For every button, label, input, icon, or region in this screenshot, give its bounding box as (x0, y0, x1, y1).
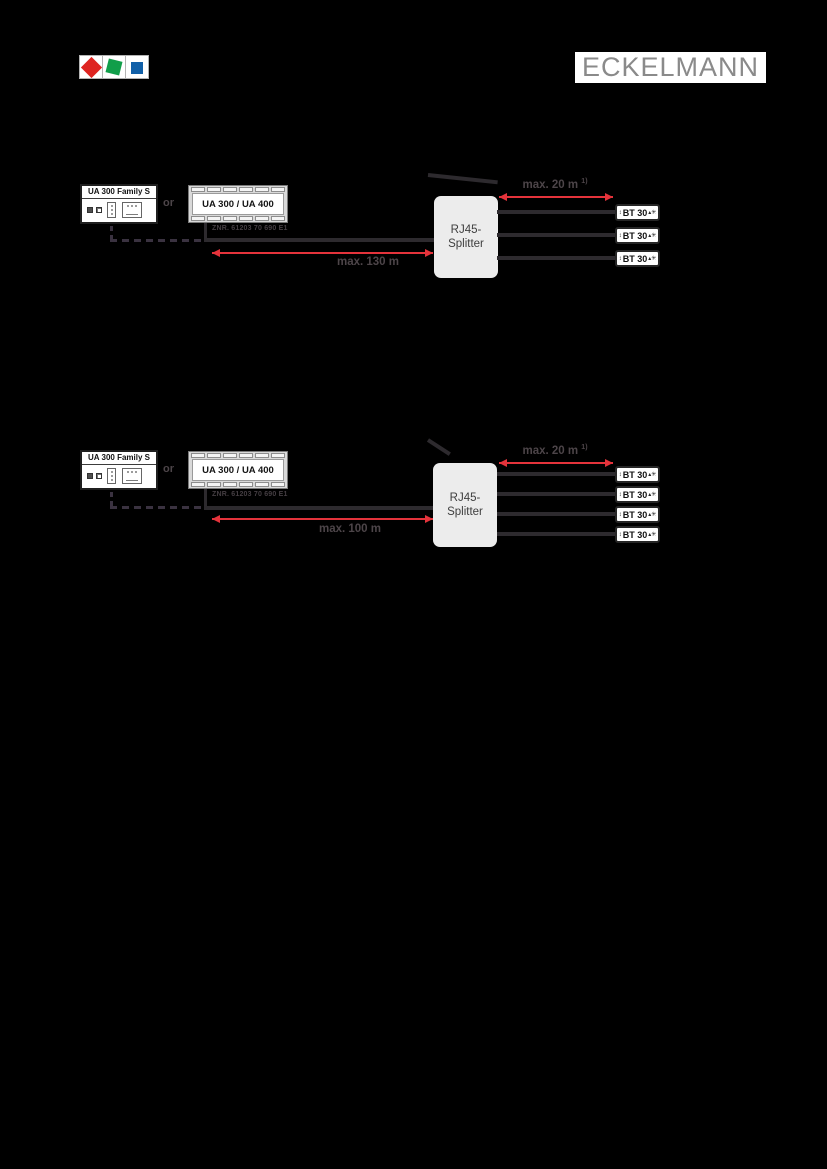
splitter-label-line2: Splitter (448, 238, 484, 250)
logo-cell (102, 55, 126, 79)
or-label: or (163, 463, 174, 475)
terminal-label: BT 30 (622, 509, 648, 520)
temperature-icon: ↕ (618, 255, 622, 262)
cable-stub-vertical (204, 489, 207, 507)
cable-dashed-horizontal (110, 239, 206, 242)
controller-ua300-family-s: UA 300 Family S (80, 450, 158, 490)
diagram-4-terminals: UA 300 Family S or UA 300 / UA 400 ZNR. … (0, 436, 827, 596)
footnote-marker: 1) (581, 444, 588, 451)
display-module-icon (122, 202, 142, 218)
alarm-defrost-icons: ▴✳ (648, 491, 657, 498)
alarm-defrost-icons: ▴✳ (648, 531, 657, 538)
display-module-icon (122, 468, 142, 484)
dimension-arrow-drop (499, 459, 613, 467)
terminal-strip-top (189, 186, 287, 193)
part-number: ZNR. 61203 70 690 E1 (212, 225, 288, 232)
alarm-defrost-icons: ▴✳ (648, 255, 657, 262)
dimension-text: max. 20 m (522, 178, 579, 191)
dimension-label-drop: max. 20 m 1) (490, 444, 620, 457)
terminal-label: BT 30 (622, 230, 648, 241)
green-square-icon (105, 58, 123, 76)
dimension-label-drop: max. 20 m 1) (490, 178, 620, 191)
alarm-defrost-icons: ▴✳ (648, 511, 657, 518)
cable-dashed-horizontal (110, 506, 206, 509)
cable-segment (426, 438, 451, 456)
footnote-marker: 1) (581, 178, 588, 185)
red-diamond-icon (80, 56, 102, 78)
dimension-arrow-bus (212, 515, 433, 523)
connector-module-icon (107, 468, 116, 484)
terminal-strip-top (189, 452, 287, 459)
dimension-label-bus: max. 130 m (336, 256, 399, 268)
dimension-arrow-drop (499, 193, 613, 201)
part-number: ZNR. 61203 70 690 E1 (212, 491, 288, 498)
cable-dashed-vertical (110, 492, 113, 506)
cable-drop (497, 210, 616, 214)
splitter-label-line2: Splitter (447, 506, 483, 518)
blue-square-icon (131, 62, 143, 74)
terminal-strip-bottom (189, 215, 287, 222)
cable-bus (204, 506, 434, 510)
terminal-label: BT 30 (622, 469, 648, 480)
terminal-label: BT 30 (622, 489, 648, 500)
logo-cell (125, 55, 149, 79)
panel-led-icon (96, 207, 102, 213)
device-front-panel (82, 199, 156, 221)
alarm-defrost-icons: ▴✳ (648, 232, 657, 239)
alarm-defrost-icons: ▴✳ (648, 471, 657, 478)
device-title: UA 300 Family S (82, 452, 156, 465)
temperature-icon: ↕ (618, 531, 622, 538)
terminal-label: BT 30 (622, 529, 648, 540)
splitter-label-line1: RJ45- (450, 224, 482, 236)
alarm-defrost-icons: ▴✳ (648, 209, 657, 216)
dimension-label-bus: max. 100 m (318, 523, 381, 535)
rj45-splitter: RJ45- Splitter (433, 463, 497, 547)
panel-key-icon (87, 207, 93, 213)
cable-drop (497, 256, 616, 260)
bt30-terminal: ↕ BT 30 ▴✳ (615, 506, 660, 523)
temperature-icon: ↕ (618, 232, 622, 239)
splitter-label-line1: RJ45- (449, 492, 481, 504)
terminal-label: BT 30 (622, 207, 648, 218)
temperature-icon: ↕ (618, 209, 622, 216)
bt30-terminal: ↕ BT 30 ▴✳ (615, 466, 660, 483)
terminal-label: BT 30 (622, 253, 648, 264)
device-title: UA 300 Family S (82, 186, 156, 199)
device-front-panel (82, 465, 156, 487)
device-title: UA 300 / UA 400 (192, 193, 284, 215)
panel-key-icon (87, 473, 93, 479)
logo-cell (79, 55, 103, 79)
bt30-terminal: ↕ BT 30 ▴✳ (615, 486, 660, 503)
panel-led-icon (96, 473, 102, 479)
controller-ua300-family-s: UA 300 Family S (80, 184, 158, 224)
cable-bus (204, 238, 435, 242)
bt30-terminal: ↕ BT 30 ▴✳ (615, 526, 660, 543)
eckelmann-logo-mark (79, 55, 149, 79)
controller-ua300-ua400: UA 300 / UA 400 (188, 451, 288, 489)
cable-drop (497, 233, 616, 237)
temperature-icon: ↕ (618, 511, 622, 518)
rj45-splitter: RJ45- Splitter (434, 196, 498, 278)
or-label: or (163, 197, 174, 209)
temperature-icon: ↕ (618, 471, 622, 478)
cable-drop (497, 472, 616, 476)
terminal-strip-bottom (189, 481, 287, 488)
temperature-icon: ↕ (618, 491, 622, 498)
connector-module-icon (107, 202, 116, 218)
cable-segment (427, 173, 498, 185)
bt30-terminal: ↕ BT 30 ▴✳ (615, 227, 660, 244)
dimension-arrow-bus (212, 249, 433, 257)
cable-stub-vertical (204, 223, 207, 239)
eckelmann-wordmark: ECKELMANN (575, 52, 766, 83)
controller-ua300-ua400: UA 300 / UA 400 (188, 185, 288, 223)
cable-drop (497, 532, 616, 536)
cable-drop (497, 492, 616, 496)
dimension-text: max. 20 m (522, 444, 579, 457)
diagram-3-terminals: UA 300 Family S or UA 300 / UA 400 ZNR. … (0, 170, 827, 330)
cable-drop (497, 512, 616, 516)
cable-dashed-vertical (110, 226, 113, 239)
bt30-terminal: ↕ BT 30 ▴✳ (615, 204, 660, 221)
bt30-terminal: ↕ BT 30 ▴✳ (615, 250, 660, 267)
device-title: UA 300 / UA 400 (192, 459, 284, 481)
